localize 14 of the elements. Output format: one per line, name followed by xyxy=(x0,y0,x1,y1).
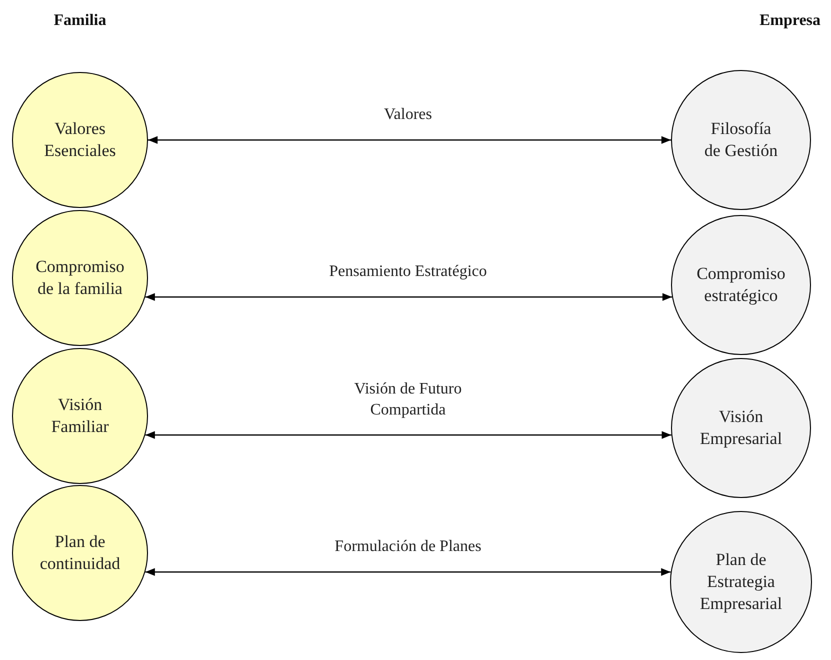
double-arrow xyxy=(145,568,671,576)
node-text: Compromiso de la familia xyxy=(34,256,126,300)
node-text: Plan de Estrategia Empresarial xyxy=(698,548,784,616)
column-heading: Familia xyxy=(54,12,106,30)
double-arrow xyxy=(145,293,672,301)
node-text: Visión Empresarial xyxy=(698,406,784,450)
node-text: Filosofía de Gestión xyxy=(703,118,779,162)
double-arrow xyxy=(148,136,671,144)
column-heading: Empresa xyxy=(759,12,821,30)
node-text: Plan de continuidad xyxy=(38,530,122,575)
node-text: Valores Esenciales xyxy=(43,118,117,162)
double-arrow xyxy=(145,431,672,439)
node-text: Visión Familiar xyxy=(50,394,110,438)
node-text: Compromiso estratégico xyxy=(696,262,786,307)
